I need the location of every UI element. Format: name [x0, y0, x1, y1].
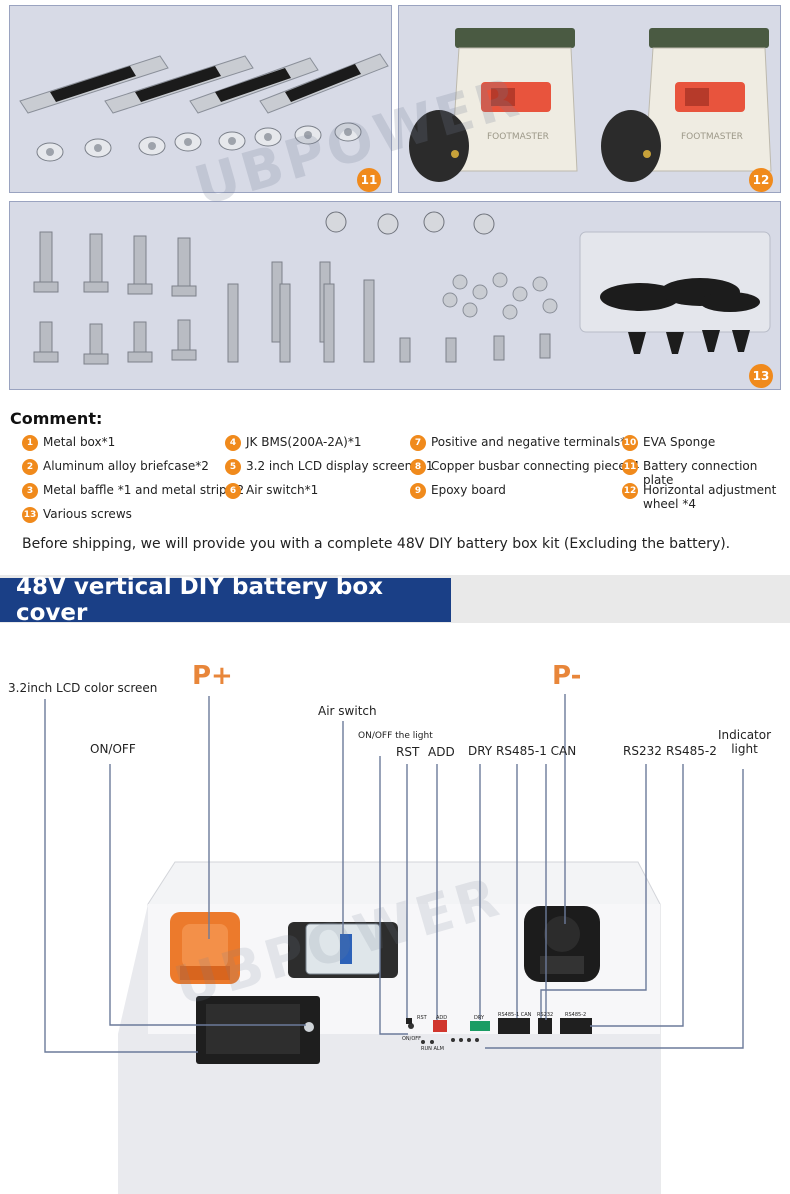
screws-photo-panel: 13 [9, 201, 781, 390]
battery-box-illustration [44, 694, 744, 1194]
item-number: 9 [410, 483, 426, 499]
label-add: ADD [428, 745, 455, 759]
label-rst: RST [396, 745, 420, 759]
wheel-brand-text: FOOTMASTER [681, 132, 743, 142]
panel-print-rst: RST [417, 1015, 427, 1021]
comment-item: 8 Copper busbar connecting piece*4 [410, 459, 639, 475]
item-number: 7 [410, 435, 426, 451]
comment-item: 7 Positive and negative terminals*2 [410, 435, 634, 451]
item-number: 13 [22, 507, 38, 523]
item-text: Metal box*1 [43, 435, 116, 449]
item-number: 4 [225, 435, 241, 451]
label-p-minus: P- [552, 661, 582, 691]
comment-item: 6 Air switch*1 [225, 483, 318, 499]
comment-item: 9 Epoxy board [410, 483, 506, 499]
panel-print-dry: DRY [474, 1015, 485, 1021]
label-on-off: ON/OFF [90, 742, 136, 756]
item-number: 10 [622, 435, 638, 451]
comment-item: 4 JK BMS(200A-2A)*1 [225, 435, 361, 451]
item-number: 8 [410, 459, 426, 475]
section-banner: 48V vertical DIY battery box cover [0, 574, 451, 626]
label-air-switch: Air switch [318, 704, 377, 718]
label-p-plus: P+ [192, 661, 233, 691]
shipping-note: Before shipping, we will provide you wit… [22, 536, 731, 552]
label-rs485-2: RS485-2 [666, 744, 717, 758]
item-text: Battery connection plate [643, 459, 758, 487]
wheels-photo-panel: FOOTMASTER FOOTMASTER 12 [398, 5, 781, 193]
comment-item: 3 Metal baffle *1 and metal strip *2 [22, 483, 244, 499]
label-dry: DRY [468, 744, 493, 758]
wheels-photo [409, 28, 772, 182]
panel-number-badge: 13 [749, 364, 773, 388]
item-number: 1 [22, 435, 38, 451]
item-text: Copper busbar connecting piece*4 [431, 459, 640, 473]
item-text: Positive and negative terminals*2 [431, 435, 634, 449]
item-number: 6 [225, 483, 241, 499]
comment-item: 12 Horizontal adjustment wheel *4 [622, 483, 782, 511]
panel-print-on-off: ON/OFF [402, 1036, 422, 1042]
panel-print-rs485-2: RS485-2 [565, 1012, 587, 1018]
panel-number-badge: 12 [749, 168, 773, 192]
comment-item: 11 Battery connection plate [622, 459, 790, 487]
item-text: EVA Sponge [643, 435, 716, 449]
item-text: Epoxy board [431, 483, 506, 497]
screws-photo [33, 211, 771, 365]
item-text: Air switch*1 [246, 483, 319, 497]
item-text: Horizontal adjustment wheel *4 [643, 483, 777, 511]
wheel-brand-text: FOOTMASTER [487, 132, 549, 142]
item-text: JK BMS(200A-2A)*1 [246, 435, 362, 449]
comment-item: 10 EVA Sponge [622, 435, 715, 451]
label-lcd-screen: 3.2inch LCD color screen [8, 681, 158, 695]
panel-print-rs485-can: RS485-1 CAN [498, 1012, 532, 1018]
panel-print-run-alm: RUN ALM [421, 1046, 444, 1052]
item-text: 3.2 inch LCD display screen * 1 [246, 459, 434, 473]
busbar-photo [19, 53, 389, 162]
label-indicator-light: Indicator light [718, 728, 772, 756]
label-rs485-can: RS485-1 CAN [496, 744, 577, 758]
label-rs232: RS232 [623, 744, 662, 758]
item-number: 12 [622, 483, 638, 499]
panel-number-badge: 11 [357, 168, 381, 192]
panel-print-rs232: RS232 [537, 1012, 554, 1018]
panel-print-add: ADD [436, 1015, 448, 1021]
item-text: Metal baffle *1 and metal strip *2 [43, 483, 245, 497]
item-number: 2 [22, 459, 38, 475]
item-text: Aluminum alloy briefcase*2 [43, 459, 209, 473]
comment-item: 13 Various screws [22, 507, 132, 523]
item-number: 3 [22, 483, 38, 499]
busbar-photo-panel: 11 [9, 5, 392, 193]
comment-item: 2 Aluminum alloy briefcase*2 [22, 459, 209, 475]
label-on-off-light: ON/OFF the light [358, 731, 433, 741]
item-number: 5 [225, 459, 241, 475]
comment-title: Comment: [10, 409, 103, 428]
comment-item: 1 Metal box*1 [22, 435, 115, 451]
item-number: 11 [622, 459, 638, 475]
item-text: Various screws [43, 507, 132, 521]
comment-item: 5 3.2 inch LCD display screen * 1 [225, 459, 434, 475]
